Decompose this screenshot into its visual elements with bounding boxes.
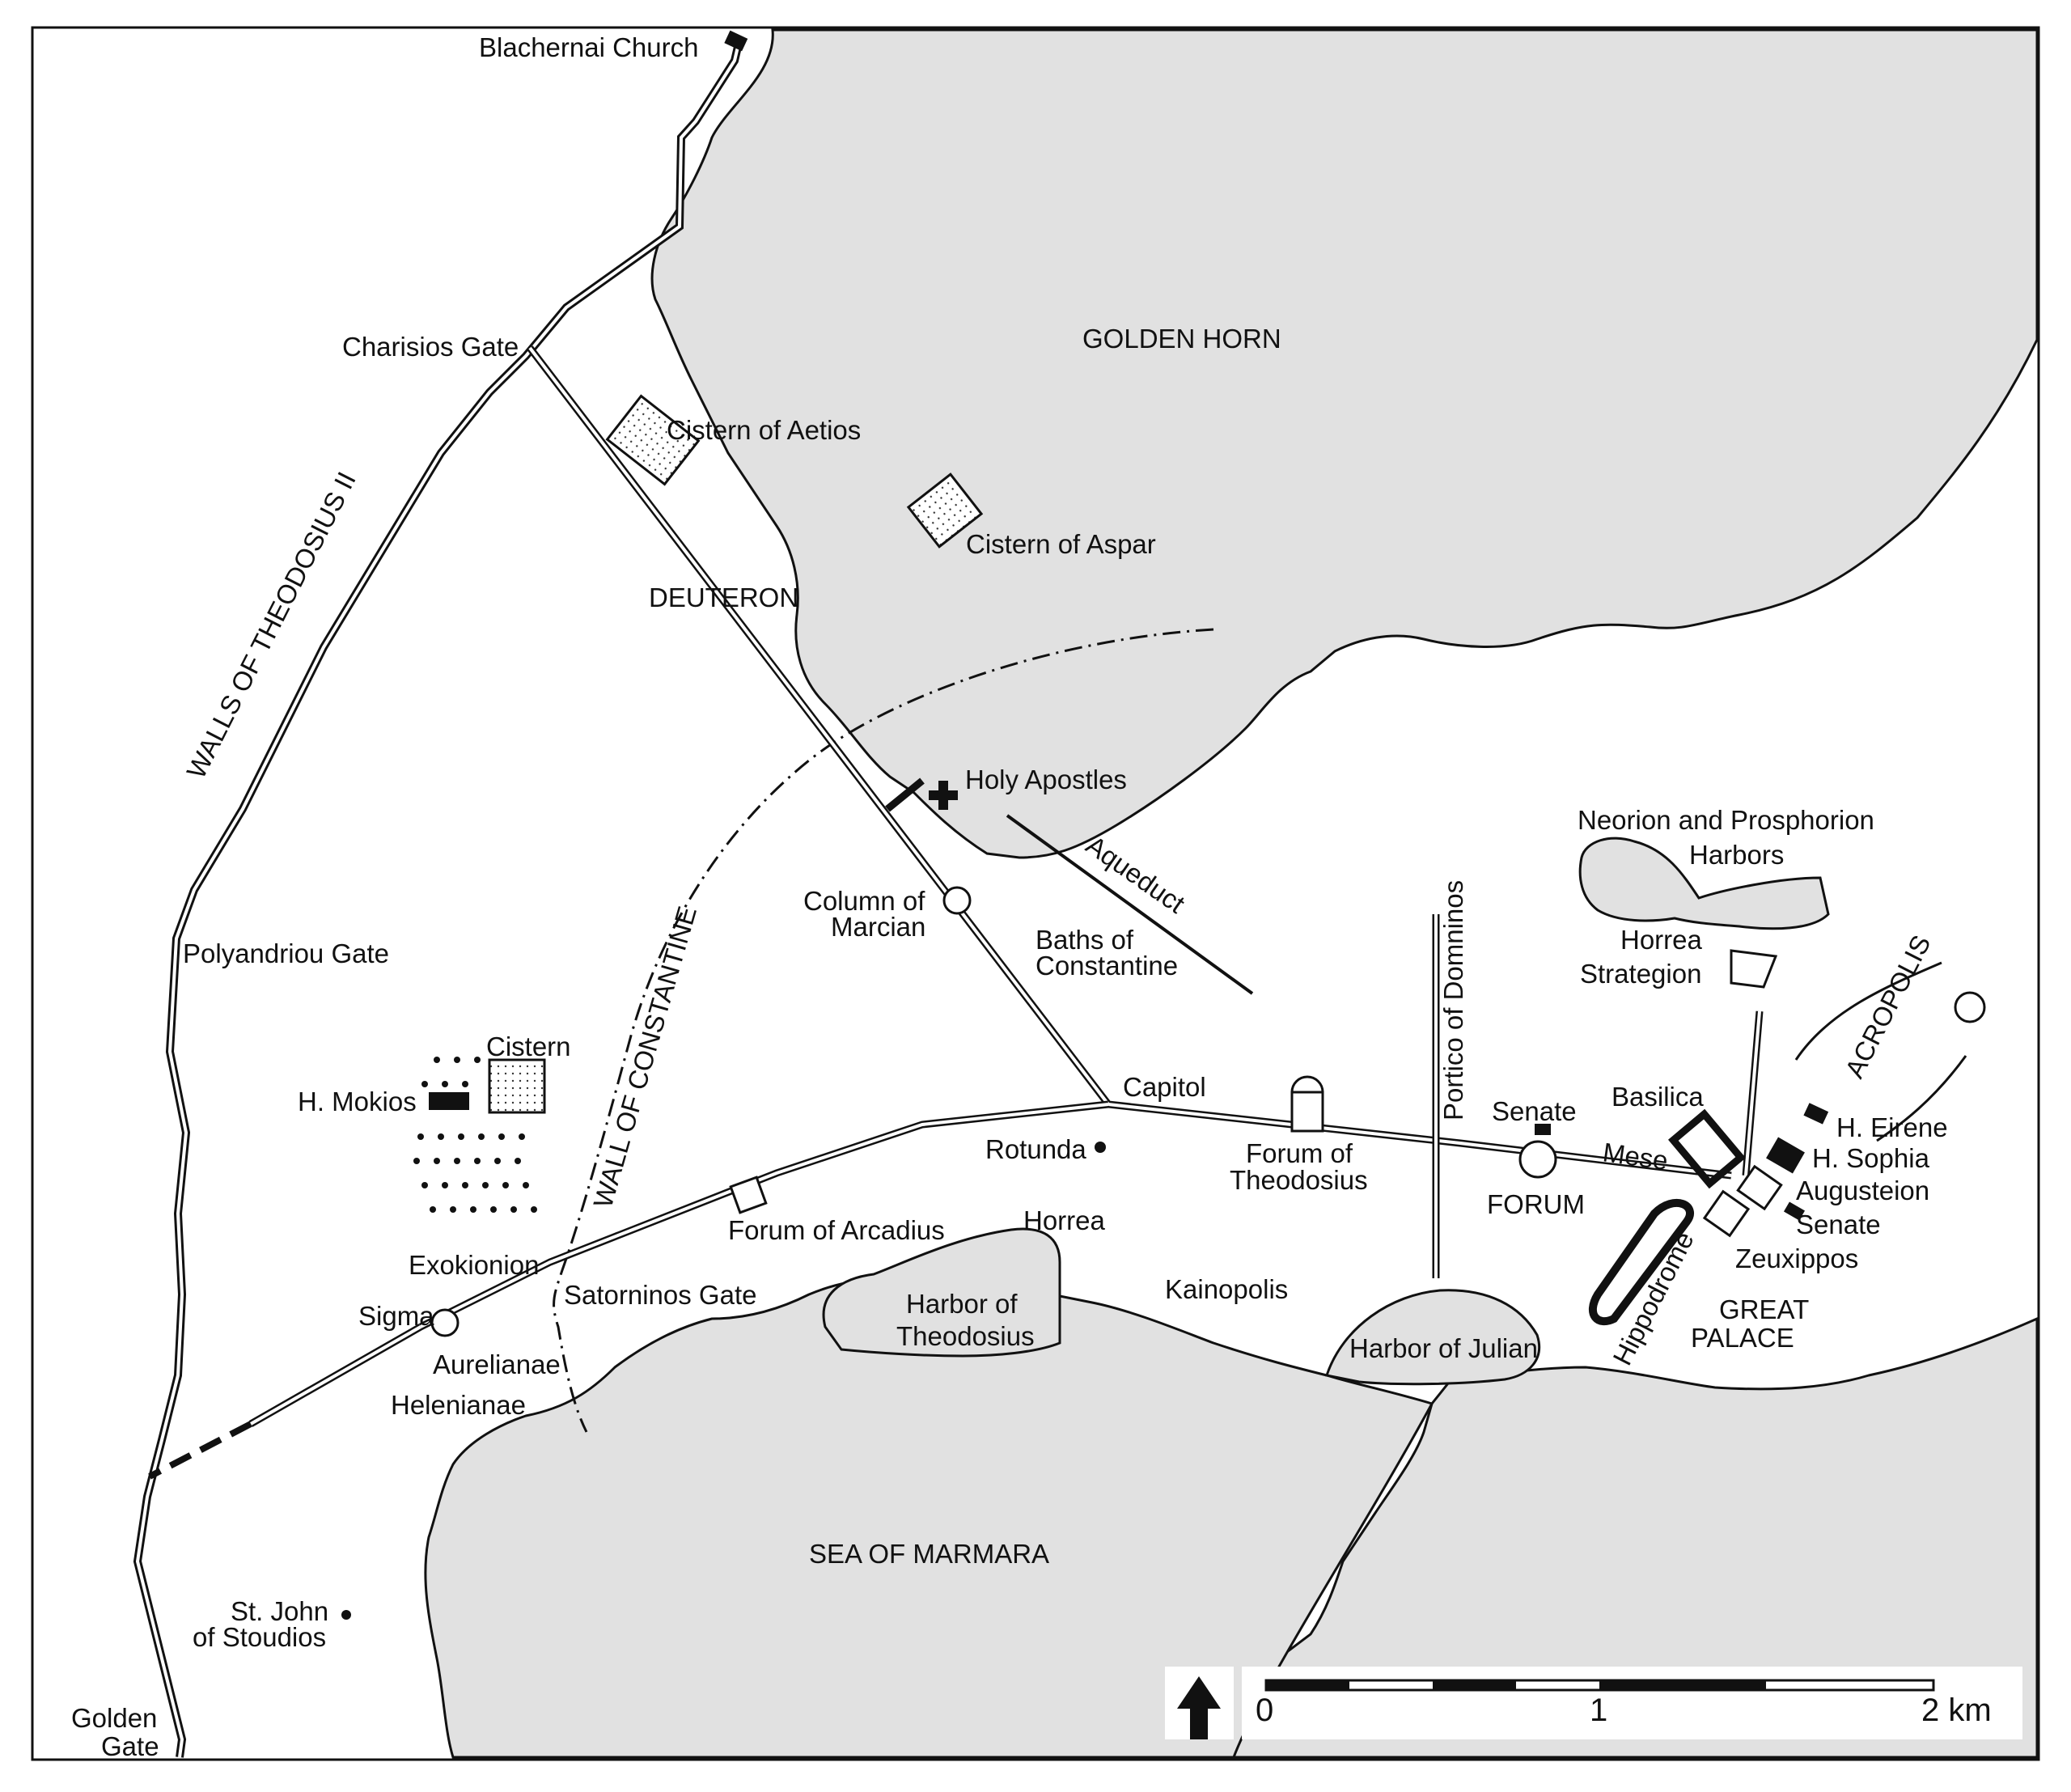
st-john-label-2: of Stoudios [193, 1622, 326, 1652]
cistern-of-aetios-shape [605, 394, 701, 486]
holy-apostles-marker [929, 781, 958, 810]
scale-max-label: 2 km [1921, 1692, 1992, 1728]
portico-of-domninos-label: Portico of Domninos [1438, 880, 1468, 1121]
h-sophia-label: H. Sophia [1812, 1143, 1930, 1173]
sigma-marker [430, 1308, 460, 1337]
column-of-marcian-label-1: Column of [803, 886, 925, 916]
cistern-shape [488, 1058, 546, 1114]
rotunda-marker [1095, 1142, 1106, 1153]
h-mokios-label: H. Mokios [298, 1087, 417, 1116]
harbor-of-theodosius-water [822, 1227, 1061, 1358]
deuteron-label: DEUTERON [649, 583, 798, 612]
scale-mid-label: 1 [1590, 1692, 1607, 1728]
baths-of-constantine-label-1: Baths of [1036, 925, 1134, 955]
kainopolis-label: Kainopolis [1165, 1274, 1288, 1304]
forum-of-theodosius-label-1: Forum of [1246, 1138, 1353, 1168]
harbor-of-theodosius-label-2: Theodosius [896, 1321, 1035, 1351]
north-arrow-icon [1165, 1667, 1234, 1739]
roads [148, 345, 1764, 1480]
golden-gate-label-2: Gate [101, 1731, 159, 1761]
polyandriou-gate-label: Polyandriou Gate [183, 938, 389, 968]
great-palace-label-1: GREAT [1719, 1294, 1809, 1324]
baths-of-constantine-label-2: Constantine [1036, 951, 1178, 981]
cistern-of-aetios-label: Cistern of Aetios [667, 415, 861, 445]
cistern-of-aspar-label: Cistern of Aspar [966, 529, 1156, 559]
scale-bar: 0 1 2 km [1242, 1667, 2022, 1739]
aurelianae-label: Aurelianae [433, 1349, 561, 1379]
neorion-harbors-label-2: Harbors [1689, 840, 1784, 870]
charisios-gate-label: Charisios Gate [342, 332, 519, 362]
h-sophia-marker [1766, 1137, 1805, 1174]
golden-horn-label: GOLDEN HORN [1082, 324, 1281, 354]
cistern-of-aspar-shape [906, 472, 984, 549]
basilica-label: Basilica [1611, 1082, 1704, 1112]
h-eirene-marker [1803, 1103, 1829, 1125]
forum-of-arcadius-marker [729, 1176, 768, 1214]
golden-gate-label-1: Golden [71, 1703, 157, 1733]
forum-of-theodosius-label-2: Theodosius [1230, 1165, 1368, 1195]
senate-south-marker [1783, 1201, 1806, 1221]
neorion-harbors-label-1: Neorion and Prosphorion [1578, 805, 1874, 835]
harbor-of-theodosius-label-1: Harbor of [906, 1289, 1018, 1319]
neorion-harbor-water [1578, 837, 1830, 930]
forum-of-theodosius-marker [1290, 1075, 1324, 1133]
st-john-label-1: St. John [231, 1596, 328, 1626]
h-mokios-marker [429, 1092, 469, 1110]
sea-of-marmara-label: SEA OF MARMARA [809, 1539, 1049, 1569]
horrea-label: Horrea [1023, 1205, 1106, 1235]
harbor-of-julian-water [1325, 1289, 1541, 1386]
wall-of-constantine-line [553, 628, 1214, 1433]
st-john-marker [341, 1610, 351, 1620]
acropolis-arc [1794, 961, 1942, 1061]
horrea-strategion-label-2: Strategion [1580, 959, 1701, 989]
helenianae-label: Helenianae [391, 1390, 526, 1420]
harbor-of-julian-label: Harbor of Julian [1349, 1333, 1538, 1363]
golden-horn-water [650, 28, 2039, 859]
forum-marker [1518, 1140, 1557, 1179]
scale-min-label: 0 [1256, 1692, 1273, 1728]
horrea-strategion-label-1: Horrea [1620, 925, 1703, 955]
walls-of-theodosius-inner [135, 36, 742, 1758]
senate-south-label: Senate [1796, 1209, 1881, 1239]
sigma-label: Sigma [358, 1301, 434, 1331]
holy-apostles-label: Holy Apostles [965, 765, 1127, 794]
h-eirene-label: H. Eirene [1836, 1112, 1948, 1142]
acropolis-ring-marker [1954, 991, 1986, 1023]
capitol-label: Capitol [1123, 1072, 1206, 1102]
augusteion-label: Augusteion [1796, 1176, 1929, 1205]
mokios-crosses [413, 1057, 537, 1213]
column-of-marcian-marker [942, 886, 972, 915]
basilica-shape [1668, 1108, 1746, 1189]
great-palace-label-2: PALACE [1691, 1323, 1794, 1353]
sea-west-water [424, 1278, 1434, 1759]
acropolis-arc-2 [1876, 1055, 1967, 1142]
blachernai-church-marker [724, 30, 748, 52]
hippodrome-shape [1589, 1198, 1694, 1326]
satorninos-gate-label: Satorninos Gate [564, 1280, 756, 1310]
cistern-label: Cistern [486, 1032, 571, 1061]
zeuxippos-shape [1702, 1189, 1751, 1238]
blachernai-church-label: Blachernai Church [479, 32, 698, 62]
horrea-strategion-shape [1730, 949, 1778, 989]
forum-of-arcadius-label: Forum of Arcadius [728, 1215, 945, 1245]
rotunda-label: Rotunda [985, 1134, 1086, 1164]
aqueduct-line [1006, 814, 1254, 995]
zeuxippos-label: Zeuxippos [1735, 1243, 1858, 1273]
exokionion-label: Exokionion [409, 1250, 539, 1280]
forum-label: FORUM [1487, 1189, 1585, 1219]
augusteion-shape [1736, 1164, 1783, 1211]
senate-north-marker [1535, 1124, 1551, 1135]
senate-north-label: Senate [1492, 1096, 1577, 1126]
column-of-marcian-label-2: Marcian [831, 912, 925, 942]
